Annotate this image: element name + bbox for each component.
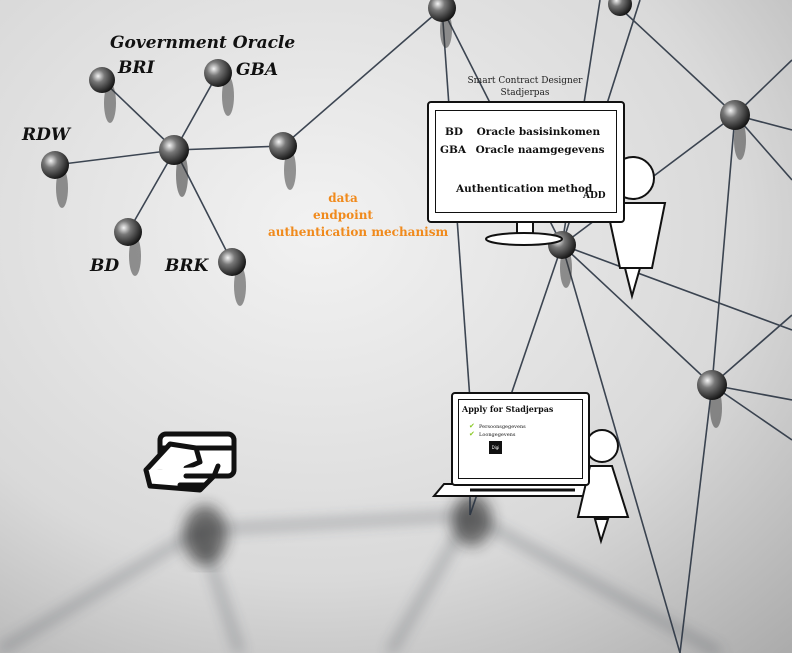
connection-info: data endpoint authentication mechanism	[268, 190, 449, 241]
pin-bd	[114, 218, 142, 276]
digid-icon[interactable]: Digi	[489, 441, 502, 454]
pin-mid	[269, 132, 297, 190]
check-icon: ✔	[469, 422, 475, 430]
oracle-code: BD	[445, 126, 463, 138]
node-label-rdw: RDW	[22, 125, 70, 145]
designer-caption-line2: Stadjerpas	[500, 88, 550, 98]
pin-top	[428, 0, 456, 48]
pin-bri	[89, 67, 116, 123]
designer-monitor: BD Oracle basisinkomen GBA Oracle naamge…	[427, 101, 625, 223]
node-label-bri: BRI	[118, 58, 155, 78]
oracle-name: Oracle naamgegevens	[475, 144, 605, 156]
node-label-brk: BRK	[165, 256, 209, 276]
pin-brk	[218, 248, 246, 306]
laptop: Apply for Stadjerpas ✔ Persoonsgegevens …	[451, 392, 590, 486]
app-item-persoonsgegevens: Persoonsgegevens	[479, 424, 526, 430]
laptop-app-screen: Apply for Stadjerpas ✔ Persoonsgegevens …	[458, 399, 583, 479]
pin-top-right	[608, 0, 632, 16]
designer-caption-line1: Smart Contract Designer	[467, 76, 583, 86]
pin-lower-right	[697, 370, 727, 428]
card-payment-icon	[143, 431, 237, 493]
pin-rdw	[41, 151, 69, 208]
app-item-loongegevens: Loongegevens	[479, 432, 516, 438]
pin-gba	[204, 59, 234, 116]
app-title: Apply for Stadjerpas	[462, 404, 554, 414]
oracle-code: GBA	[440, 144, 466, 156]
info-auth: authentication mechanism	[268, 225, 449, 239]
pin-right	[720, 100, 750, 160]
add-button[interactable]: ADD	[583, 191, 606, 201]
pin-hub	[159, 135, 189, 197]
oracle-row-bd[interactable]: BD Oracle basisinkomen	[445, 126, 600, 138]
info-endpoint: endpoint	[313, 208, 373, 222]
oracle-row-gba[interactable]: GBA Oracle naamgegevens	[440, 144, 605, 156]
designer-caption: Smart Contract Designer Stadjerpas	[460, 75, 590, 99]
monitor-stand	[485, 218, 563, 246]
info-data: data	[328, 191, 358, 205]
check-icon: ✔	[469, 430, 475, 438]
oracle-name: Oracle basisinkomen	[476, 126, 601, 138]
node-label-gba: GBA	[236, 60, 279, 80]
node-label-bd: BD	[90, 256, 120, 276]
auth-method-label: Authentication method	[456, 183, 593, 195]
designer-screen: BD Oracle basisinkomen GBA Oracle naamge…	[435, 110, 617, 213]
oracle-title: Government Oracle	[110, 33, 296, 53]
